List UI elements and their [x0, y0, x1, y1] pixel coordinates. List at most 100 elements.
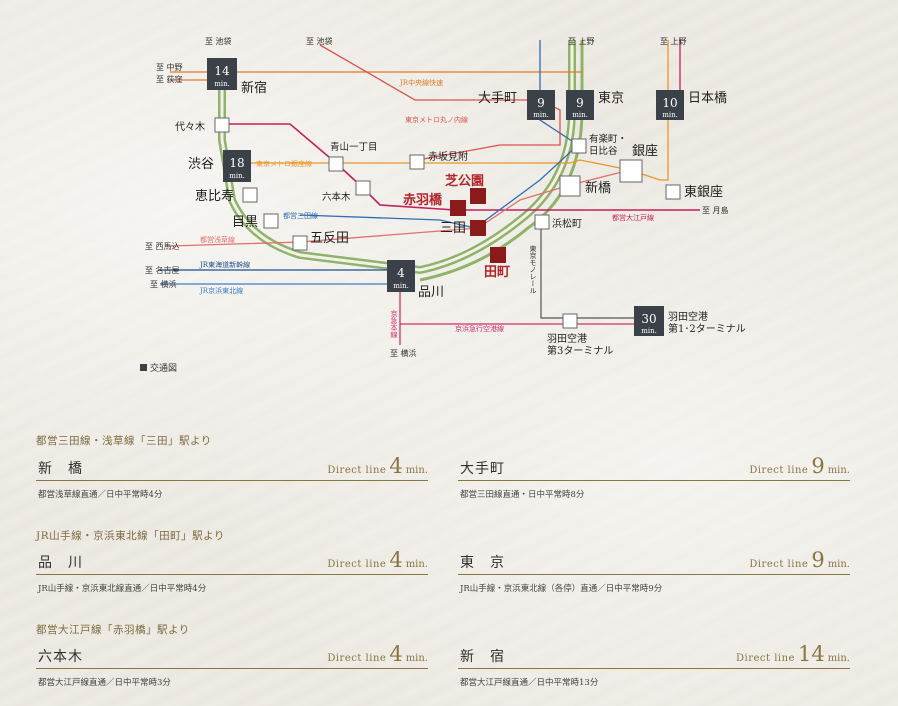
transit-map: 至 池袋 至 中野 至 荻窪 至 池袋 至 上野 至 上野 至 月島 至 西馬込… — [145, 36, 746, 358]
label-nihonbashi: 日本橋 — [688, 91, 727, 106]
time-box-haneda: 30 min. — [634, 306, 664, 336]
station-higashiginza — [665, 184, 681, 200]
dir-ueno-1: 至 上野 — [568, 37, 595, 46]
time-box-tokyo: 9 min. — [566, 90, 594, 120]
label-higashiginza: 東銀座 — [684, 184, 723, 200]
dir-ogikubo: 至 荻窪 — [156, 74, 183, 84]
divider — [458, 574, 850, 575]
label-shibakoen: 芝公園 — [445, 173, 484, 189]
legend-label: 交通図 — [150, 364, 178, 374]
line-label-marunouchi: 東京メトロ丸ノ内線 — [405, 115, 468, 124]
label-ebisu: 恵比寿 — [195, 189, 234, 204]
label-shinagawa: 品川 — [418, 285, 444, 300]
station-tamachi — [490, 247, 506, 263]
entry-note: 都営浅草線直通／日中平常時4分 — [38, 490, 163, 500]
divider — [458, 668, 850, 669]
line-label-keikyu-airport: 京浜急行空港線 — [455, 324, 504, 333]
svg-text:min.: min. — [214, 80, 230, 88]
line-label-ginza: 東京メトロ銀座線 — [256, 159, 312, 168]
line-label-tokaido: JR東海道新幹線 — [199, 260, 250, 269]
section-heading-akabanebashi: 都営大江戸線「赤羽橋」駅より — [36, 624, 190, 636]
label-aoyama: 青山一丁目 — [330, 141, 378, 153]
line-label-keikyu-main: 京急本線 — [390, 309, 398, 338]
divider — [36, 480, 428, 481]
legend: 交通図 — [140, 361, 177, 374]
label-akasakamitsuke: 赤坂見附 — [428, 150, 468, 163]
marunouchi-line — [319, 44, 561, 161]
dir-yokohama: 至 横浜 — [150, 279, 177, 289]
entry-note: JR山手線・京浜東北線直通／日中平常時4分 — [38, 584, 207, 594]
station-akabanebashi — [450, 200, 466, 216]
label-tamachi: 田町 — [484, 265, 510, 280]
dir-ikebukuro-c: 至 池袋 — [306, 36, 333, 46]
station-akasakamitsuke — [409, 154, 425, 170]
time-box-shinjuku: 14 min. — [207, 58, 237, 90]
station-shimbashi — [559, 175, 581, 197]
station-yurakucho — [571, 138, 587, 154]
label-akabanebashi: 赤羽橋 — [403, 192, 443, 208]
svg-text:30: 30 — [641, 312, 656, 326]
label-shibuya: 渋谷 — [188, 157, 214, 172]
entry-name: 新 橋 — [38, 461, 83, 477]
svg-text:18: 18 — [229, 156, 244, 170]
line-label-asakusa: 都営浅草線 — [200, 235, 235, 244]
label-hamamatsucho: 浜松町 — [552, 217, 582, 230]
dir-ueno-2: 至 上野 — [660, 37, 687, 46]
entry-note: 都営三田線直通・日中平常時8分 — [460, 490, 585, 500]
svg-text:4: 4 — [397, 266, 405, 280]
entry-name: 六本木 — [38, 649, 83, 665]
time-box-otemachi: 9 min. — [527, 90, 555, 120]
station-meguro — [263, 213, 279, 229]
station-gotanda — [292, 235, 308, 251]
label-haneda3: 羽田空港第3ターミナル — [547, 332, 613, 357]
entry-note: 都営大江戸線直通／日中平常時13分 — [460, 678, 599, 688]
svg-text:9: 9 — [576, 96, 584, 110]
station-haneda3 — [562, 313, 578, 329]
legend-square-icon — [140, 364, 147, 371]
label-shinjuku: 新宿 — [241, 80, 267, 96]
entry-name: 品 川 — [38, 555, 83, 571]
dir-yokohama-2: 至 横浜 — [390, 348, 417, 358]
svg-text:min.: min. — [393, 282, 409, 290]
dir-ikebukuro-w: 至 池袋 — [205, 36, 232, 46]
line-label-monorail: 東京モノレール — [529, 244, 537, 294]
station-mita — [470, 220, 486, 236]
station-ginza — [619, 159, 643, 183]
svg-text:9: 9 — [537, 96, 545, 110]
station-shibakoen — [470, 188, 486, 204]
entry-note: 都営大江戸線直通／日中平常時3分 — [38, 678, 171, 688]
ginza-line — [240, 40, 669, 181]
divider — [458, 480, 850, 481]
station-roppongi — [355, 180, 371, 196]
station-hamamatsucho — [534, 214, 550, 230]
station-aoyama — [328, 156, 344, 172]
svg-text:min.: min. — [572, 111, 588, 119]
svg-text:min.: min. — [641, 327, 657, 335]
label-otemachi: 大手町 — [478, 91, 517, 106]
label-roppongi: 六本木 — [322, 191, 351, 203]
svg-text:min.: min. — [533, 111, 549, 119]
svg-text:14: 14 — [214, 64, 230, 78]
entry-note: JR山手線・京浜東北線（各停）直通／日中平常時9分 — [460, 584, 663, 594]
time-box-shibuya: 18 min. — [223, 150, 251, 182]
dir-nishiumagome: 至 西馬込 — [145, 242, 180, 251]
dir-tsukishima: 至 月島 — [702, 205, 729, 215]
label-mita: 三田 — [440, 221, 466, 236]
line-label-oedo: 都営大江戸線 — [612, 213, 654, 222]
svg-text:min.: min. — [229, 172, 245, 180]
label-gotanda: 五反田 — [310, 231, 349, 246]
divider — [36, 574, 428, 575]
label-ginza: 銀座 — [632, 144, 658, 159]
jr-loop-inner — [220, 40, 574, 272]
time-box-shinagawa: 4 min. — [387, 260, 415, 292]
